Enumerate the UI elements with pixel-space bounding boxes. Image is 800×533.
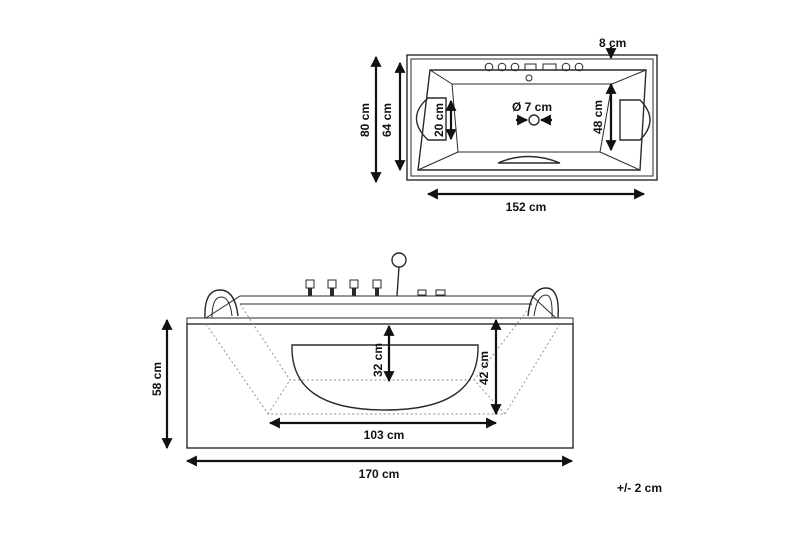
dim-42cm-label: 42 cm — [477, 351, 491, 385]
tub-top-rim — [186, 317, 574, 325]
tub-back-wall — [204, 295, 558, 319]
dim-58cm-label: 58 cm — [150, 362, 164, 396]
dim-48cm-label: 48 cm — [591, 100, 605, 134]
front-view: 58 cm 32 cm 42 cm 103 cm 170 cm — [150, 252, 574, 481]
control-panel-icon — [542, 63, 557, 71]
dim-80cm-label: 80 cm — [358, 103, 372, 137]
knob-icon — [497, 62, 507, 72]
basin-hidden-lines — [205, 323, 561, 415]
knob-icon — [561, 62, 571, 72]
drain-icon — [528, 114, 540, 126]
dim-32cm-label: 32 cm — [371, 343, 385, 377]
control-knobs — [484, 62, 584, 82]
headrest-left — [415, 97, 447, 141]
knob-icon — [484, 62, 494, 72]
tolerance-note: +/- 2 cm — [617, 481, 662, 495]
viewing-window — [291, 344, 479, 411]
knob-icon — [510, 62, 520, 72]
tub-basin-floor — [451, 83, 613, 153]
armrest-right — [527, 287, 559, 319]
shower-head-icon — [391, 252, 407, 268]
dim-103cm-label: 103 cm — [364, 428, 405, 442]
tub-outer-rim — [406, 54, 658, 181]
faucet-icon — [372, 279, 382, 289]
headrest-right — [619, 99, 651, 141]
dim-170cm-label: 170 cm — [359, 467, 400, 481]
faucet-icon — [305, 279, 315, 289]
dim-20cm-label: 20 cm — [432, 103, 446, 137]
tub-inner-rim — [410, 58, 654, 177]
knob-icon — [574, 62, 584, 72]
armrest-shape — [497, 155, 561, 164]
dim-8cm-label: 8 cm — [599, 36, 626, 50]
dim-152cm-label: 152 cm — [506, 200, 547, 214]
faucet-icon — [349, 279, 359, 289]
dim-drain-label: Ø 7 cm — [512, 100, 552, 114]
armrest-left — [204, 289, 239, 319]
faucet-group — [305, 252, 446, 297]
dim-64cm-label: 64 cm — [380, 103, 394, 137]
knob-icon — [525, 74, 533, 82]
top-view: 8 cm Ø 7 cm 20 cm 80 cm 64 cm 48 cm 152 … — [358, 36, 658, 214]
control-panel-icon — [524, 63, 537, 71]
faucet-icon — [327, 279, 337, 289]
